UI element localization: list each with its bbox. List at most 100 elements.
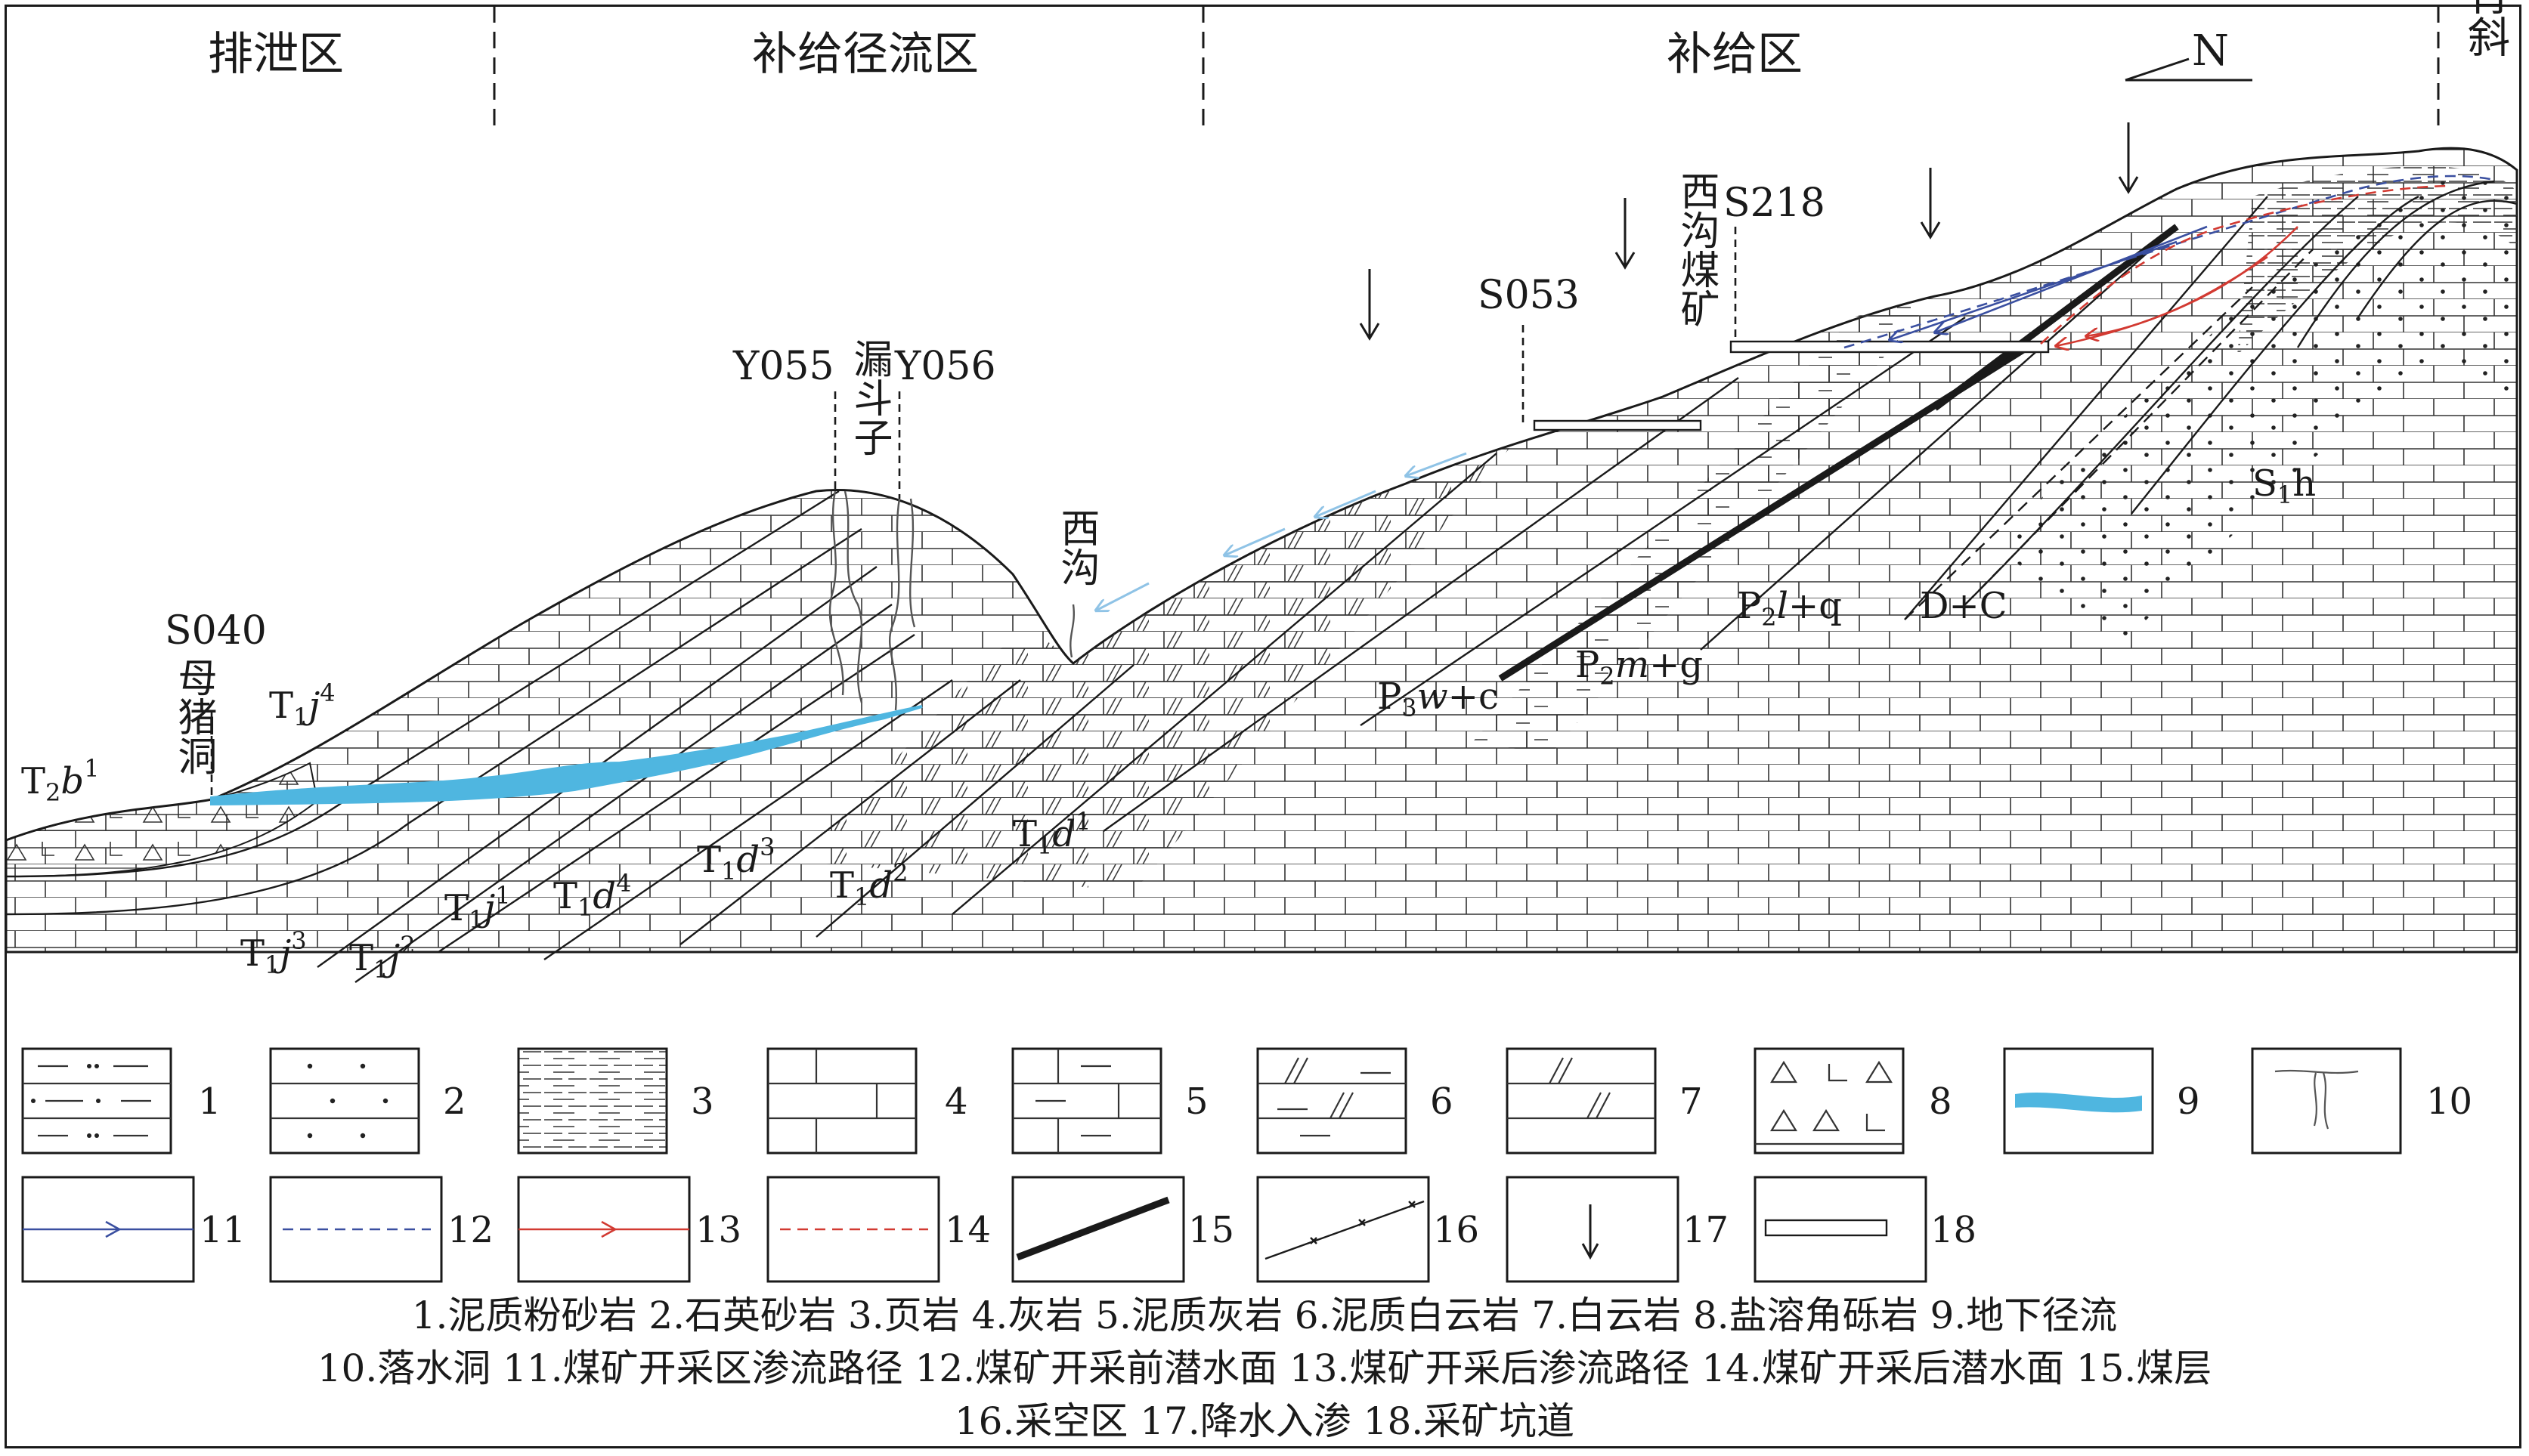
caption-line-3: 16.采空区 17.降水入渗 18.采矿坑道 xyxy=(955,1399,1574,1443)
north-arrow-icon: N xyxy=(2125,26,2252,82)
stratum-t1d4: T1d4 xyxy=(553,869,631,922)
flow-arrow-4 xyxy=(1406,452,1467,476)
well-label-xigou: 西沟 xyxy=(1054,508,1099,586)
legend-item-1: 1 xyxy=(21,1047,221,1155)
zone-label-recharge-runoff: 补给径流区 xyxy=(752,28,979,81)
legend: 1 2 3 4 5 6 xyxy=(21,1047,2472,1283)
stratum-t1j4: T1j4 xyxy=(269,679,336,731)
legend-num-18: 18 xyxy=(1930,1209,1976,1251)
stratum-t1d1: T1d1 xyxy=(1013,807,1091,860)
legend-num-5: 5 xyxy=(1185,1080,1209,1123)
caption-line-2: 10.落水洞 11.煤矿开采区渗流路径 12.煤矿开采前潜水面 13.煤矿开采后… xyxy=(317,1346,2212,1390)
dolomite-band xyxy=(801,446,1512,892)
legend-item-4: 4 xyxy=(766,1047,968,1155)
water-table-after-mining xyxy=(2040,184,2450,345)
stratum-t1d2: T1d2 xyxy=(830,858,908,911)
water-table-before-mining xyxy=(1843,175,2495,349)
stratum-t1d3: T1d3 xyxy=(697,833,775,886)
formation-boundary-dashed xyxy=(1904,286,2253,620)
formation-boundary-dashed-2 xyxy=(1964,249,2314,605)
figure-frame xyxy=(5,5,2521,1448)
stratum-p2lq: P2l+q xyxy=(1737,585,1842,632)
stratum-t1j2: T1j2 xyxy=(349,931,416,984)
legend-item-8: 8 xyxy=(1754,1047,1952,1155)
shale-core xyxy=(2237,166,2517,355)
legend-num-13: 13 xyxy=(695,1209,741,1251)
stratum-p3wc: P3w+c xyxy=(1377,675,1499,722)
legend-num-14: 14 xyxy=(945,1209,991,1251)
legend-item-12: 12 xyxy=(269,1176,494,1283)
legend-item-14: 14 xyxy=(766,1176,991,1283)
breccia-layer xyxy=(5,762,319,878)
groundwater-runoff xyxy=(210,705,923,806)
legend-num-4: 4 xyxy=(945,1080,968,1123)
well-label-s053: S053 xyxy=(1478,273,1580,318)
mine-tunnel-1 xyxy=(1729,340,2050,354)
legend-num-11: 11 xyxy=(200,1209,246,1251)
well-label-muzhudong: 母猪洞 xyxy=(171,657,216,775)
infiltration-arrow-icon xyxy=(1920,168,1941,240)
stratum-p2mg: P2m+g xyxy=(1575,644,1703,691)
legend-item-17: 17 xyxy=(1506,1176,1729,1283)
north-label: N xyxy=(2192,26,2229,76)
legend-num-7: 7 xyxy=(1679,1080,1703,1123)
zone-label-anticline: 背斜 xyxy=(2461,0,2510,57)
well-label-xigou-coal-mine: 西沟煤矿 xyxy=(1673,171,1719,328)
well-label-y055: Y055 xyxy=(732,344,834,389)
legend-num-2: 2 xyxy=(443,1080,466,1123)
legend-item-15: 15 xyxy=(1011,1176,1234,1283)
legend-item-5: 5 xyxy=(1011,1047,1209,1155)
caption-line-1: 1.泥质粉砂岩 2.石英砂岩 3.页岩 4.灰岩 5.泥质灰岩 6.泥质白云岩 … xyxy=(412,1294,2118,1337)
legend-num-10: 10 xyxy=(2426,1080,2472,1123)
argillaceous-band xyxy=(1474,296,1935,756)
legend-item-11: 11 xyxy=(21,1176,246,1283)
legend-item-10: 10 xyxy=(2251,1047,2472,1155)
stratum-labels: T2b1 T1j4 T1j3 T1j2 T1j1 T1d4 T1d3 T1d2 … xyxy=(21,462,2316,984)
zone-label-discharge: 排泄区 xyxy=(208,28,344,81)
well-label-y056: Y056 xyxy=(894,344,996,389)
geology-section xyxy=(5,147,2518,983)
infiltration-arrow-icon xyxy=(2118,122,2139,194)
infiltration-arrows xyxy=(1359,122,2139,341)
legend-item-9: 9 xyxy=(2003,1047,2200,1155)
flow-arrow-3 xyxy=(1315,490,1376,517)
legend-item-3: 3 xyxy=(517,1047,714,1155)
seepage-path-mining xyxy=(1935,225,2208,332)
seepage-path-after-mining-2 xyxy=(2086,255,2268,336)
legend-item-2: 2 xyxy=(269,1047,466,1155)
zone-label-recharge: 补给区 xyxy=(1667,28,1803,81)
sandstone-core xyxy=(1995,178,2517,651)
well-label-s040: S040 xyxy=(165,608,267,654)
well-label-loudouzi: 漏斗子 xyxy=(847,338,892,456)
stratum-t1j3: T1j3 xyxy=(240,926,307,979)
legend-num-1: 1 xyxy=(198,1080,221,1123)
legend-num-8: 8 xyxy=(1929,1080,1952,1123)
legend-item-18: 18 xyxy=(1754,1176,1976,1283)
legend-num-9: 9 xyxy=(2177,1080,2200,1123)
stratum-s1h: S1h xyxy=(2252,462,2316,509)
legend-item-13: 13 xyxy=(517,1176,741,1283)
legend-num-6: 6 xyxy=(1430,1080,1453,1123)
infiltration-arrow-icon xyxy=(1614,198,1636,270)
legend-num-15: 15 xyxy=(1188,1209,1234,1251)
legend-num-3: 3 xyxy=(691,1080,714,1123)
legend-num-12: 12 xyxy=(447,1209,494,1251)
flow-arrow-2 xyxy=(1224,527,1286,555)
legend-item-16: 16 xyxy=(1256,1176,1479,1283)
legend-item-6: 6 xyxy=(1256,1047,1453,1155)
legend-num-17: 17 xyxy=(1682,1209,1729,1251)
stratum-dc: D+C xyxy=(1920,585,2007,627)
stratum-t1j1: T1j1 xyxy=(444,881,511,934)
coal-seam-upper xyxy=(1933,224,2179,411)
legend-item-7: 7 xyxy=(1506,1047,1703,1155)
mine-tunnel-2 xyxy=(1533,419,1702,431)
sinkhole-fractures xyxy=(828,490,1075,711)
stratum-t2b1: T2b1 xyxy=(21,754,99,807)
infiltration-arrow-icon xyxy=(1359,269,1380,341)
legend-num-16: 16 xyxy=(1433,1209,1479,1251)
flow-arrow-1 xyxy=(1096,582,1150,611)
seepage-path-mining-2 xyxy=(1890,240,2178,340)
well-label-s218: S218 xyxy=(1723,181,1825,226)
